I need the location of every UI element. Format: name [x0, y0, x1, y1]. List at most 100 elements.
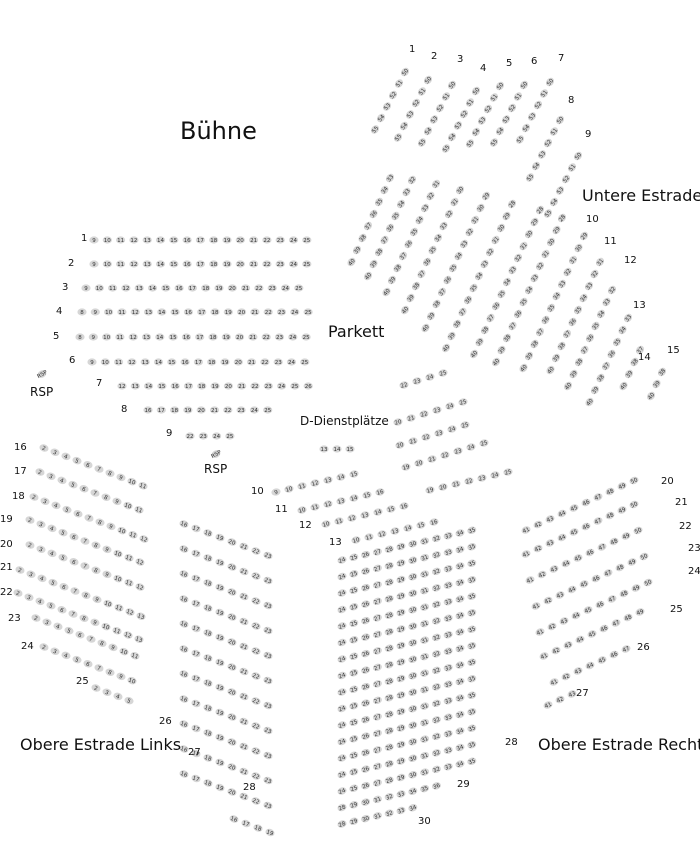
seat[interactable]: 8 — [94, 517, 105, 527]
seat[interactable]: 29 — [395, 624, 406, 634]
seat[interactable]: 22 — [250, 721, 261, 731]
seat[interactable]: 12 — [310, 478, 321, 488]
seat[interactable]: 34 — [523, 284, 535, 296]
seat[interactable]: 7 — [89, 488, 100, 498]
seat[interactable]: 29 — [480, 190, 492, 202]
seat[interactable]: 52 — [532, 99, 544, 111]
seat[interactable]: 31 — [518, 240, 530, 252]
seat[interactable]: 30 — [407, 671, 418, 681]
seat[interactable]: 34 — [454, 644, 465, 654]
seat[interactable]: 21 — [241, 284, 251, 292]
seat[interactable]: 34 — [454, 561, 465, 571]
seat[interactable]: 7 — [93, 464, 104, 474]
seat[interactable]: 32 — [384, 792, 395, 802]
seat[interactable]: 14 — [147, 284, 158, 292]
seat[interactable]: 27 — [372, 580, 383, 590]
seat[interactable]: 42 — [554, 694, 566, 705]
seat[interactable]: 46 — [590, 573, 602, 584]
seat[interactable]: 2 — [30, 613, 41, 623]
seat[interactable]: 36 — [490, 300, 502, 312]
seat[interactable]: 19 — [214, 683, 225, 693]
seat[interactable]: 23 — [262, 776, 273, 786]
seat[interactable]: 20 — [226, 662, 237, 672]
seat[interactable]: 53 — [428, 114, 440, 126]
seat[interactable]: 27 — [372, 679, 383, 689]
seat[interactable]: 45 — [568, 527, 580, 538]
seat[interactable]: 19 — [214, 558, 225, 568]
seat[interactable]: 16 — [143, 406, 153, 414]
seat[interactable]: 24 — [336, 687, 347, 697]
seat[interactable]: 50 — [399, 66, 411, 78]
seat[interactable]: 30 — [407, 555, 418, 565]
seat[interactable]: 50 — [470, 85, 482, 97]
seat[interactable]: 50 — [642, 577, 654, 588]
seat[interactable]: 29 — [395, 608, 406, 618]
seat[interactable]: 46 — [608, 649, 620, 660]
seat[interactable]: 29 — [395, 773, 406, 783]
seat[interactable]: 47 — [592, 492, 604, 503]
seat[interactable]: 30 — [407, 770, 418, 780]
seat[interactable]: 31 — [430, 178, 442, 190]
seat[interactable]: 42 — [532, 543, 544, 554]
seat[interactable]: 54 — [530, 160, 542, 172]
seat[interactable]: 38 — [573, 356, 585, 368]
seat[interactable]: 40 — [490, 356, 502, 368]
seat[interactable]: 32 — [431, 682, 442, 692]
seat[interactable]: 13 — [130, 382, 140, 390]
seat[interactable]: 41 — [542, 700, 554, 711]
seat[interactable]: 18 — [202, 653, 213, 663]
seat[interactable]: 33 — [443, 613, 454, 623]
seat[interactable]: 21 — [248, 333, 258, 341]
seat[interactable]: 24 — [288, 260, 299, 268]
seat[interactable]: 47 — [592, 516, 604, 527]
seat[interactable]: 36 — [567, 316, 579, 328]
seat[interactable]: 29 — [529, 216, 541, 228]
seat[interactable]: 17 — [187, 284, 197, 292]
seat[interactable]: 35 — [496, 288, 508, 300]
seat[interactable]: 34 — [454, 611, 465, 621]
seat[interactable]: 20 — [226, 712, 237, 722]
seat[interactable]: 34 — [454, 545, 465, 555]
seat[interactable]: 41 — [538, 651, 550, 662]
seat[interactable]: 13 — [323, 475, 334, 485]
seat[interactable]: 48 — [618, 588, 630, 599]
seat[interactable]: 23 — [262, 601, 273, 611]
seat[interactable]: 17 — [156, 406, 166, 414]
seat[interactable]: 33 — [443, 679, 454, 689]
seat[interactable]: 12 — [124, 607, 135, 617]
seat[interactable]: 34 — [617, 324, 629, 336]
seat[interactable]: 16 — [178, 769, 189, 779]
seat[interactable]: 51 — [538, 88, 550, 100]
seat[interactable]: 36 — [606, 348, 618, 360]
seat[interactable]: 32 — [431, 599, 442, 609]
seat[interactable]: 36 — [584, 332, 596, 344]
seat[interactable]: 22 — [250, 596, 261, 606]
seat[interactable]: 41 — [524, 575, 536, 586]
seat[interactable]: 49 — [630, 583, 642, 594]
seat[interactable]: 7 — [83, 513, 94, 523]
seat[interactable]: 16 — [180, 358, 190, 366]
seat[interactable]: 25 — [290, 382, 300, 390]
seat[interactable]: 52 — [410, 97, 422, 109]
seat[interactable]: 26 — [360, 715, 371, 725]
seat[interactable]: 33 — [443, 597, 454, 607]
seat[interactable]: 17 — [190, 599, 201, 609]
seat[interactable]: 42 — [550, 645, 562, 656]
seat[interactable]: 24 — [336, 753, 347, 763]
seat[interactable]: 50 — [632, 525, 644, 536]
seat[interactable]: 31 — [419, 569, 430, 579]
seat[interactable]: 23 — [263, 382, 273, 390]
seat[interactable]: 16 — [178, 544, 189, 554]
seat[interactable]: 22 — [250, 696, 261, 706]
seat[interactable]: 23 — [262, 626, 273, 636]
seat[interactable]: 7 — [85, 634, 96, 644]
seat[interactable]: 19 — [214, 533, 225, 543]
seat[interactable]: 25 — [479, 438, 490, 448]
seat[interactable]: 28 — [384, 660, 395, 670]
seat[interactable]: 8 — [80, 590, 91, 600]
seat[interactable]: 15 — [386, 504, 397, 514]
seat[interactable]: 11 — [114, 358, 124, 366]
seat[interactable]: 36 — [403, 238, 415, 250]
seat[interactable]: 20 — [226, 787, 237, 797]
seat[interactable]: 13 — [134, 284, 144, 292]
